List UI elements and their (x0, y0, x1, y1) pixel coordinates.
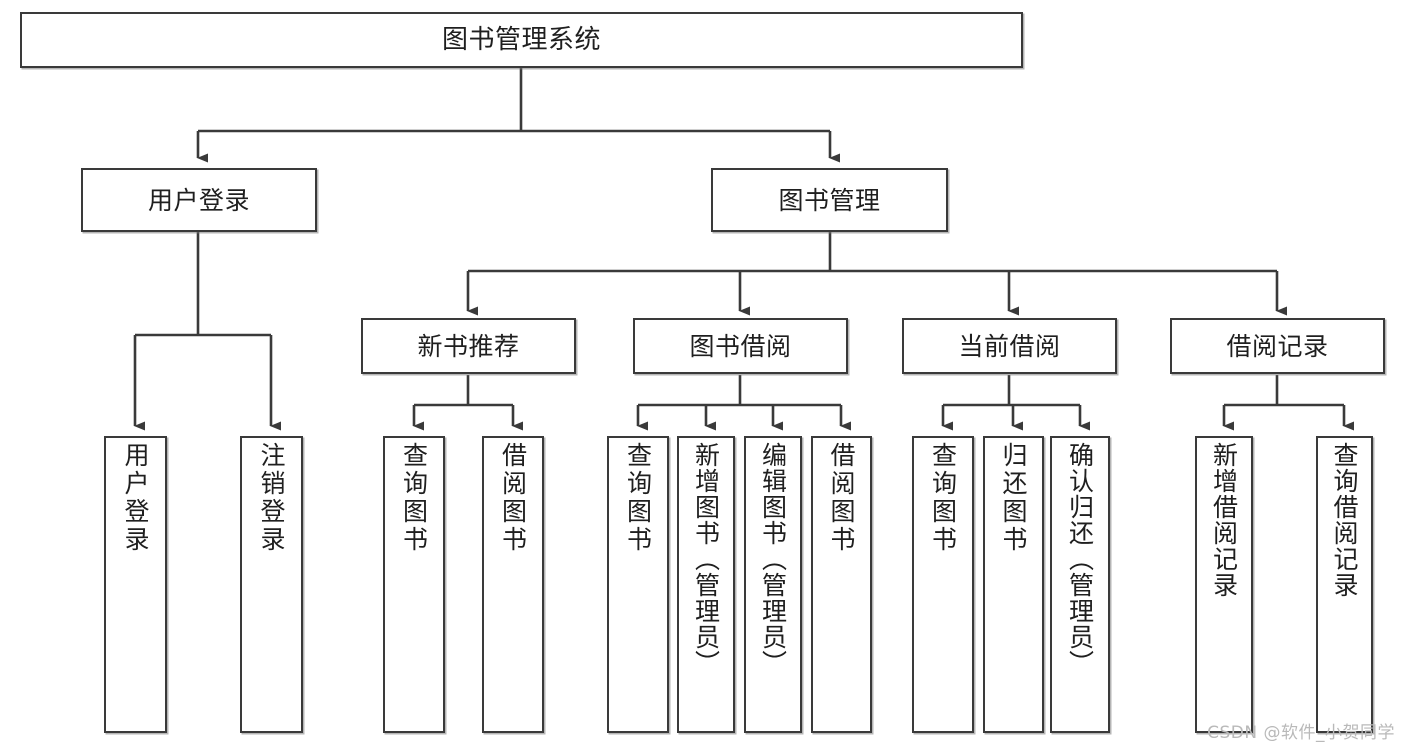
node-leaf-query-book-recommend-label: 查询图书 (399, 442, 429, 554)
node-leaf-query-book-current-label: 查询图书 (928, 442, 958, 554)
node-book-borrow-label: 图书借阅 (689, 331, 792, 361)
node-user-login[interactable]: 用户登录 (81, 168, 317, 232)
node-leaf-logout-label: 注销登录 (257, 442, 286, 554)
node-root-book-management-system[interactable]: 图书管理系统 (20, 12, 1023, 68)
node-leaf-return-book[interactable]: 归还图书 (983, 436, 1044, 733)
node-leaf-add-borrow-record-label: 新增借阅记录 (1209, 442, 1239, 598)
node-leaf-edit-book-label: 编辑图书（管理员） (758, 442, 788, 676)
node-leaf-query-borrow-record-label: 查询借阅记录 (1330, 442, 1359, 598)
node-leaf-query-book-current[interactable]: 查询图书 (912, 436, 974, 733)
node-leaf-confirm-return-label: 确认归还（管理员） (1065, 442, 1095, 676)
node-leaf-user-login[interactable]: 用户登录 (104, 436, 167, 733)
node-user-login-label: 用户登录 (147, 185, 250, 215)
node-leaf-logout[interactable]: 注销登录 (240, 436, 303, 733)
node-current-borrow-label: 当前借阅 (958, 331, 1061, 361)
node-leaf-add-book[interactable]: 新增图书（管理员） (677, 436, 735, 733)
node-root-label: 图书管理系统 (441, 25, 601, 55)
node-leaf-query-book-recommend[interactable]: 查询图书 (383, 436, 445, 733)
node-new-book-recommend[interactable]: 新书推荐 (361, 318, 576, 374)
node-leaf-edit-book[interactable]: 编辑图书（管理员） (744, 436, 802, 733)
node-leaf-add-borrow-record[interactable]: 新增借阅记录 (1195, 436, 1253, 733)
node-leaf-return-book-label: 归还图书 (999, 442, 1028, 554)
node-leaf-borrow-book-borrow[interactable]: 借阅图书 (811, 436, 872, 733)
node-leaf-borrow-book-recommend[interactable]: 借阅图书 (482, 436, 544, 733)
node-book-management[interactable]: 图书管理 (711, 168, 948, 232)
node-current-borrow[interactable]: 当前借阅 (902, 318, 1117, 374)
node-leaf-borrow-book-recommend-label: 借阅图书 (498, 442, 528, 554)
node-leaf-add-book-label: 新增图书（管理员） (691, 442, 721, 676)
node-new-book-recommend-label: 新书推荐 (417, 331, 520, 361)
node-borrow-record[interactable]: 借阅记录 (1170, 318, 1385, 374)
node-leaf-query-book-borrow-label: 查询图书 (623, 442, 653, 554)
node-leaf-query-book-borrow[interactable]: 查询图书 (607, 436, 669, 733)
node-book-borrow[interactable]: 图书借阅 (633, 318, 848, 374)
watermark-text: CSDN @软件_小贺同学 (1207, 723, 1395, 743)
node-leaf-user-login-label: 用户登录 (121, 442, 150, 554)
node-borrow-record-label: 借阅记录 (1226, 331, 1329, 361)
node-book-management-label: 图书管理 (778, 185, 881, 215)
node-leaf-borrow-book-borrow-label: 借阅图书 (827, 442, 856, 554)
node-leaf-confirm-return[interactable]: 确认归还（管理员） (1050, 436, 1110, 733)
node-leaf-query-borrow-record[interactable]: 查询借阅记录 (1316, 436, 1373, 733)
